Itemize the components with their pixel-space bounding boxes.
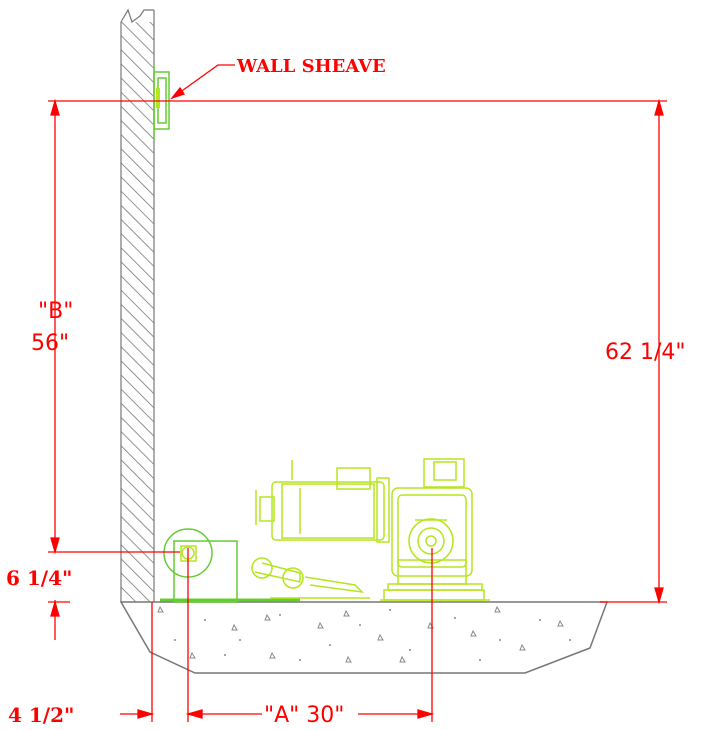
wall-sheave xyxy=(153,65,170,140)
gearbox xyxy=(380,458,490,601)
wall-break-symbol xyxy=(120,8,154,23)
total-height-dimension: 62 1/4" xyxy=(605,340,686,365)
wall-offset-dimension: 4 1/2" xyxy=(8,703,74,727)
roller-drum xyxy=(160,528,300,603)
dimension-lines xyxy=(48,64,667,722)
b-dimension-value: 56" xyxy=(31,331,69,356)
tension-linkage xyxy=(251,557,370,599)
wall-sheave-label: WALL SHEAVE xyxy=(236,56,386,77)
motor xyxy=(255,460,390,543)
roller-height-dimension: 6 1/4" xyxy=(6,566,72,590)
a-dimension: "A" 30" xyxy=(264,703,344,728)
wall xyxy=(120,8,155,602)
concrete-floor xyxy=(119,601,609,674)
b-dimension-name: "B" xyxy=(38,299,73,324)
